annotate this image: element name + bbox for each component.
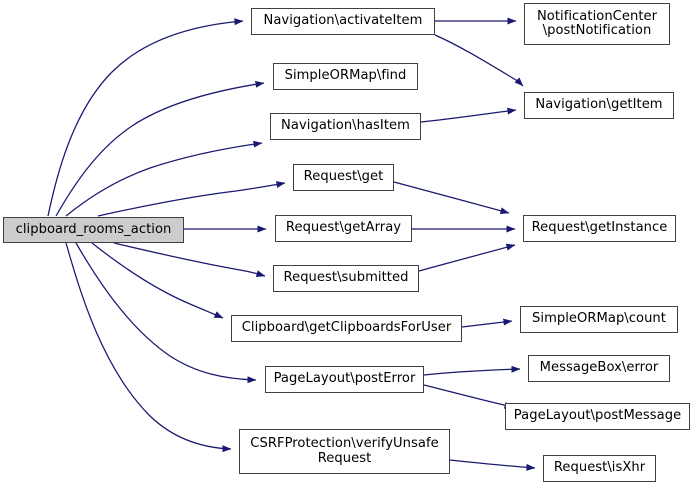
edge-posterror-to-messagebox-error xyxy=(423,365,521,376)
edge-request-get-to-getinstance xyxy=(393,181,510,215)
node-clipboard_rooms_action[interactable]: clipboard_rooms_action xyxy=(3,217,184,243)
edge-root-to-clipboard-getclipboardsforuser xyxy=(91,242,224,319)
node-request_isxhr[interactable]: Request\isXhr xyxy=(543,455,656,482)
node-navigation_hasitem[interactable]: Navigation\hasItem xyxy=(270,113,421,140)
node-navigation_getitem[interactable]: Navigation\getItem xyxy=(524,92,674,119)
edge-root-to-csrfprotection xyxy=(65,242,232,453)
node-navigation_activateitem[interactable]: Navigation\activateItem xyxy=(251,8,435,35)
node-messagebox_error[interactable]: MessageBox\error xyxy=(528,355,670,382)
node-request_submitted[interactable]: Request\submitted xyxy=(273,265,419,292)
edge-activateitem-to-navigation-getitem xyxy=(434,34,524,87)
edge-hasitem-to-navigation-getitem xyxy=(420,107,517,123)
edge-clipboard-to-simpleormap-count xyxy=(461,318,513,328)
edge-root-to-request-get xyxy=(97,181,286,217)
edge-root-to-request-submitted xyxy=(113,242,266,278)
edge-root-to-navigation-hasitem xyxy=(65,140,263,217)
node-csrfprotection_verifyunsaferequest[interactable]: CSRFProtection\verifyUnsafe Request xyxy=(239,429,450,474)
node-pagelayout_postmessage[interactable]: PageLayout\postMessage xyxy=(505,403,690,430)
edge-csrfprotection-to-request-isxhr xyxy=(449,459,536,471)
edge-root-to-navigation-activateitem xyxy=(47,18,244,217)
edge-posterror-to-pagelayout-postmessage xyxy=(423,384,514,409)
node-request_getinstance[interactable]: Request\getInstance xyxy=(523,215,676,242)
node-clipboard_getclipboardsforuser[interactable]: Clipboard\getClipboardsForUser xyxy=(231,315,462,342)
edge-root-to-pagelayout-posterror xyxy=(75,242,257,384)
node-pagelayout_posterror[interactable]: PageLayout\postError xyxy=(265,366,424,393)
edge-request-submitted-to-getinstance xyxy=(418,243,516,272)
edge-root-to-simpleormap-find xyxy=(55,80,265,217)
node-request_get[interactable]: Request\get xyxy=(293,164,394,191)
node-request_getarray[interactable]: Request\getArray xyxy=(275,215,412,242)
node-simpleormap_find[interactable]: SimpleORMap\find xyxy=(273,63,418,90)
node-simpleormap_count[interactable]: SimpleORMap\count xyxy=(520,306,678,333)
node-notificationcenter_postnotification[interactable]: NotificationCenter \postNotification xyxy=(524,3,670,45)
